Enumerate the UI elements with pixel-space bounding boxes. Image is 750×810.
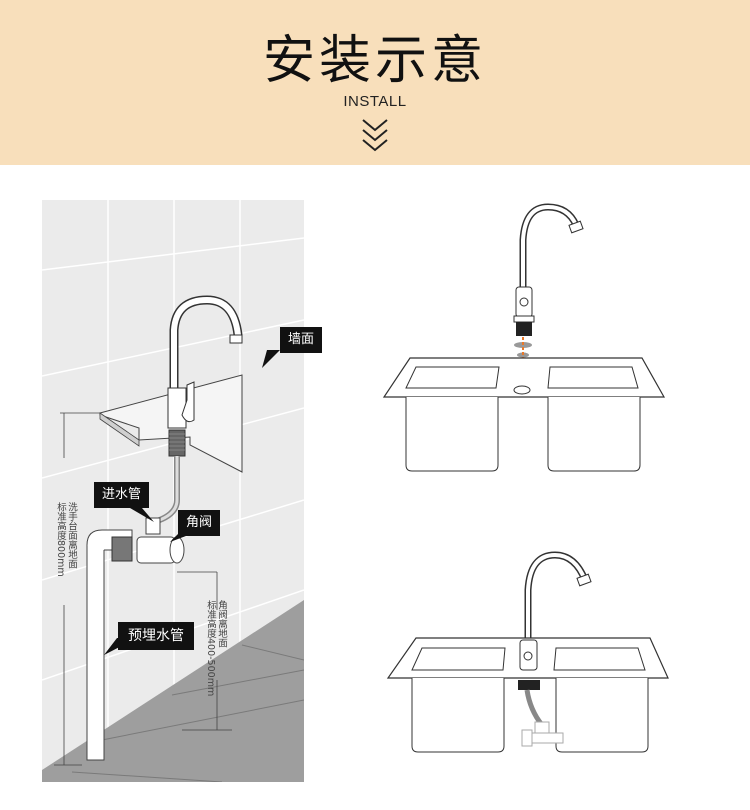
dimension-basin-height-col1: 洗手台面离地面 — [66, 502, 77, 569]
sink-installed-diagram — [380, 540, 670, 770]
page-title: 安装示意 — [262, 31, 487, 91]
callout-inlet-hose: 进水管 — [94, 482, 150, 508]
wall-scene-illustration — [41, 200, 305, 783]
dimension-basin-height-col2: 标准高度800mm — [55, 502, 66, 577]
wall-install-diagram: 墙面 进水管 角阀 预埋水管 洗手台面离地面 标准高度800mm 角阀离地面 标… — [41, 200, 323, 783]
sink-insertion-diagram — [380, 195, 670, 485]
dimension-valve-height-col1: 角阀离地面 — [216, 600, 227, 648]
dimension-valve-height-col2: 标准高度400-500mm — [205, 600, 216, 697]
callout-angle-valve: 角阀 — [178, 510, 221, 536]
callout-embedded-pipe: 预埋水管 — [118, 622, 194, 650]
header-banner: 安装示意 INSTALL — [0, 0, 750, 165]
faucet-insertion-illustration — [382, 203, 666, 472]
faucet-installed-illustration — [386, 551, 669, 753]
double-chevron-down-icon — [362, 119, 388, 152]
page-subtitle: INSTALL — [343, 93, 407, 110]
callout-wall: 墙面 — [280, 327, 323, 353]
